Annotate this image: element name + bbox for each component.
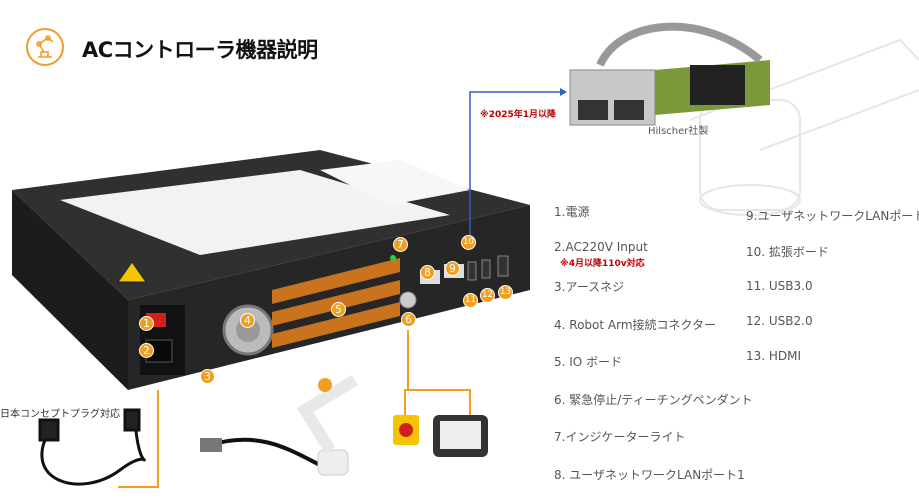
usb3-port — [467, 261, 477, 281]
arm-cable-image — [209, 437, 321, 467]
badge-5: 5 — [331, 302, 346, 317]
badge-8: 8 — [420, 265, 435, 280]
legend-item-8: 8. ユーザネットワークLANポート1 — [554, 468, 745, 482]
badge-12: 12 — [480, 288, 495, 303]
expansion-date-note: ※2025年1月以降 — [480, 110, 557, 120]
legend-item-10: 10. 拡張ボード — [746, 245, 829, 259]
legend-item-4: 4. Robot Arm接続コネクター — [554, 318, 717, 332]
badge-11: 11 — [463, 293, 478, 308]
badge-3: 3 — [200, 369, 215, 384]
pendant-callout-line — [407, 330, 471, 420]
hdmi-port — [497, 255, 509, 277]
badge-6: 6 — [401, 312, 416, 327]
hazard-sticker — [117, 261, 147, 283]
power-cable-image — [38, 408, 146, 486]
expansion-link-line — [469, 91, 560, 235]
emergency-stop-image — [393, 415, 419, 445]
indicator-light — [390, 255, 396, 261]
warning-label — [320, 160, 470, 205]
badge-1: 1 — [139, 316, 154, 331]
robot-arm-image — [296, 374, 359, 476]
badge-4: 4 — [240, 313, 255, 328]
controller-side-face — [12, 190, 128, 390]
teach-pendant-image — [433, 415, 488, 457]
badge-9: 9 — [445, 261, 460, 276]
legend-item-3: 3.アースネジ — [554, 280, 625, 294]
arm-plug — [200, 438, 222, 452]
legend-item-11: 11. USB3.0 — [746, 279, 813, 293]
legend-item-12: 12. USB2.0 — [746, 314, 813, 328]
badge-2: 2 — [139, 343, 154, 358]
teach-pendant-port — [399, 291, 417, 309]
legend-item-7: 7.インジケーターライト — [554, 430, 686, 444]
spec-label-sheet — [60, 170, 450, 255]
legend-item-5: 5. IO ボード — [554, 355, 623, 369]
robot-arm-icon — [26, 28, 64, 66]
plug-callout-line — [118, 390, 159, 488]
legend-item-2-note: ※4月以降110v対応 — [560, 259, 645, 269]
usb2-port — [481, 259, 491, 279]
legend-item-2: 2.AC220V Input — [554, 240, 648, 254]
page-title: ACコントローラ機器説明 — [82, 38, 318, 62]
legend-item-9: 9.ユーザネットワークLANポート2 — [746, 209, 919, 223]
expansion-board-image — [569, 22, 770, 126]
badge-13: 13 — [498, 285, 513, 300]
badge-7: 7 — [393, 237, 408, 252]
badge-10: 10 — [461, 235, 476, 250]
plug-label: 日本コンセプトプラグ対応 — [0, 409, 120, 420]
legend-item-1: 1.電源 — [554, 205, 590, 219]
expansion-vendor: Hilscher社製 — [648, 126, 709, 137]
legend-item-13: 13. HDMI — [746, 349, 802, 363]
legend-item-6: 6. 緊急停止/ティーチングペンダント — [554, 393, 753, 407]
